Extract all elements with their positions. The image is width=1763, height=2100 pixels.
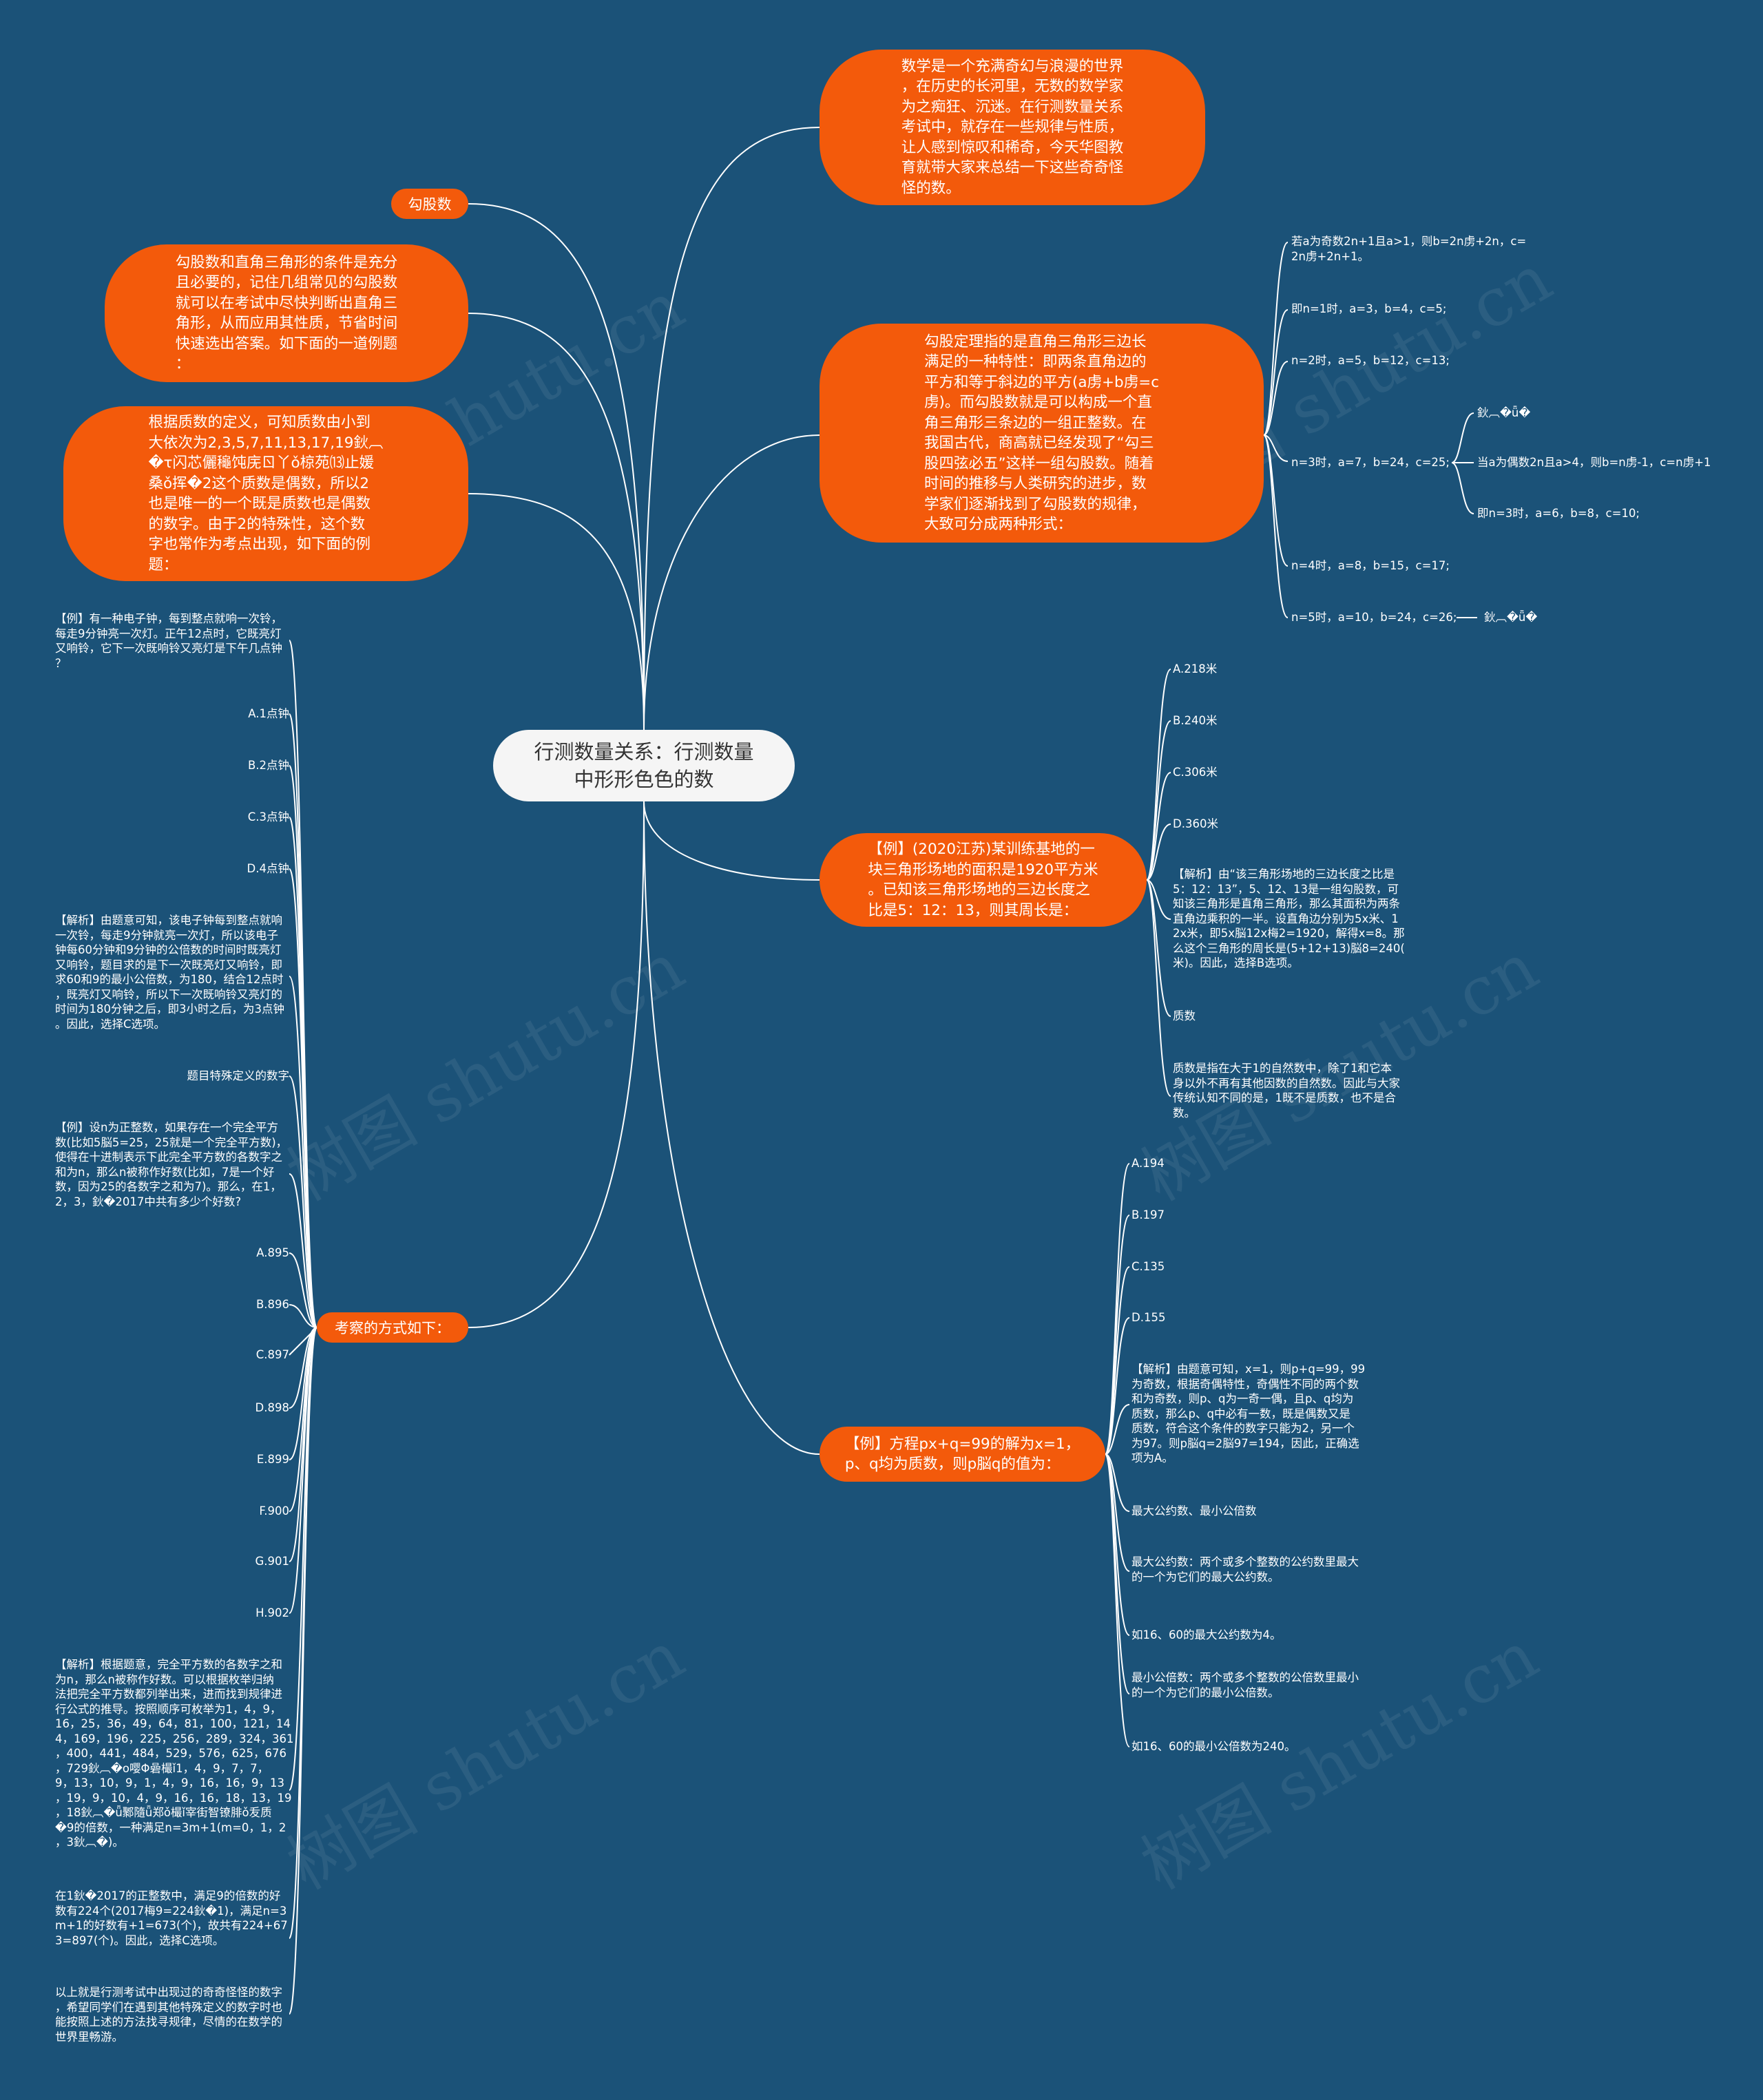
ex2-leaf: 最大公约数：两个或多个整数的公约数里最大 的一个为它们的最大公约数。 xyxy=(1131,1555,1359,1584)
exam-leaf: 在1鈥�2017的正整数中，满足9的倍数的好 数有224个(2017梅9=224… xyxy=(55,1889,288,1947)
ex2-leaf: 最小公倍数：两个或多个整数的公倍数里最小 的一个为它们的最小公倍数。 xyxy=(1131,1671,1359,1699)
gougu-leaf: n=5时，a=10，b=24，c=26; xyxy=(1291,611,1457,624)
exam-leaf: E.899 xyxy=(256,1453,289,1466)
ex1-leaf: B.240米 xyxy=(1173,714,1218,727)
exam-leaf: 题目特殊定义的数字 xyxy=(187,1069,290,1082)
exam-methods-node[interactable]: 考察的方式如下： xyxy=(317,1312,468,1343)
gougu-leaf: n=3时，a=7，b=24，c=25; xyxy=(1291,456,1450,469)
gougu-subleaf: 鈥︹�ǖ� xyxy=(1477,406,1531,419)
gougu-theorem-node[interactable]: 勾股定理指的是直角三角形三边长 满足的一种特性：即两条直角边的 平方和等于斜边的… xyxy=(820,324,1264,543)
gougu-leaf: n=2时，a=5，b=12，c=13; xyxy=(1291,354,1450,367)
ex1-leaf: 【解析】由“该三角形场地的三边长度之比是 5：12：13”，5、12、13是一组… xyxy=(1173,868,1405,969)
ex2-leaf: 如16、60的最小公倍数为240。 xyxy=(1131,1740,1296,1753)
ex2-leaf: A.194 xyxy=(1131,1157,1165,1170)
ex2-leaf: B.197 xyxy=(1131,1208,1165,1221)
ex1-leaf: 质数是指在大于1的自然数中，除了1和它本 身以外不再有其他因数的自然数。因此与大… xyxy=(1173,1062,1400,1120)
intro-node[interactable]: 数学是一个充满奇幻与浪漫的世界 ，在历史的长河里，无数的数学家 为之痴狂、沉迷。… xyxy=(820,50,1205,205)
exam-leaf: A.895 xyxy=(256,1246,289,1259)
exam-leaf: 【解析】根据题意，完全平方数的各数字之和 为n，那么n被称作好数。可以根据枚举归… xyxy=(55,1658,294,1849)
ex1-leaf: C.306米 xyxy=(1173,766,1218,779)
exam-leaf: C.897 xyxy=(255,1348,289,1361)
exam-leaf: B.896 xyxy=(255,1298,289,1311)
ex2-leaf: D.155 xyxy=(1131,1311,1166,1324)
gougu-label-node[interactable]: 勾股数 xyxy=(391,189,468,219)
ex2-leaf: 如16、60的最大公约数为4。 xyxy=(1131,1628,1282,1641)
gougu-leaf: n=4时，a=8，b=15，c=17; xyxy=(1291,559,1450,572)
ex2-leaf: 最大公约数、最小公倍数 xyxy=(1131,1504,1257,1518)
exam-leaf: F.900 xyxy=(259,1504,289,1518)
exam-leaf: 【例】设n为正整数，如果存在一个完全平方 数(比如5脳5=25，25就是一个完全… xyxy=(55,1121,288,1208)
ex1-leaf: D.360米 xyxy=(1173,817,1218,830)
exam-leaf: 以上就是行测考试中出现过的奇奇怪怪的数字 ，希望同学们在遇到其他特殊定义的数字时… xyxy=(55,1986,282,2044)
exam-leaf: B.2点钟 xyxy=(247,759,289,772)
ex1-leaf: 质数 xyxy=(1173,1009,1196,1022)
gougu-desc-node[interactable]: 勾股数和直角三角形的条件是充分 且必要的，记住几组常见的勾股数 就可以在考试中尽… xyxy=(105,244,468,382)
exam-leaf: A.1点钟 xyxy=(248,707,289,720)
prime-desc-node[interactable]: 根据质数的定义，可知质数由小到 大依次为2,3,5,7,11,13,17,19鈥… xyxy=(63,406,468,581)
exam-leaf: 【解析】由题意可知，该电子钟每到整点就响 一次铃，每走9分钟就亮一次灯，所以该电… xyxy=(55,914,284,1031)
central-topic[interactable]: 行测数量关系：行测数量 中形形色色的数 xyxy=(493,730,795,801)
exam-leaf: 【例】有一种电子钟，每到整点就响一次铃， 每走9分钟亮一次灯。正午12点时，它既… xyxy=(55,612,282,670)
ex2-leaf: 【解析】由题意可知，x=1，则p+q=99，99 为奇数，根据奇偶特性，奇偶性不… xyxy=(1131,1363,1366,1464)
exam-leaf: C.3点钟 xyxy=(247,810,289,823)
gougu-subleaf: 当a为偶数2n且a>4，则b=n虏-1，c=n虏+1 xyxy=(1477,456,1711,469)
exam-leaf: D.898 xyxy=(255,1401,289,1414)
gougu-tail-leaf: 鈥︹�ǖ� xyxy=(1484,611,1538,624)
ex1-leaf: A.218米 xyxy=(1173,662,1218,675)
exam-leaf: G.901 xyxy=(255,1555,289,1568)
example1-node[interactable]: 【例】(2020江苏)某训练基地的一 块三角形场地的面积是1920平方米 。已知… xyxy=(820,833,1147,927)
gougu-subleaf: 即n=3时，a=6，b=8，c=10; xyxy=(1477,507,1640,520)
ex2-leaf: C.135 xyxy=(1131,1260,1165,1273)
exam-leaf: H.902 xyxy=(255,1606,289,1619)
gougu-leaf: 即n=1时，a=3，b=4，c=5; xyxy=(1291,302,1447,315)
gougu-leaf: 若a为奇数2n+1且a>1，则b=2n虏+2n，c= 2n虏+2n+1。 xyxy=(1291,235,1527,263)
exam-leaf: D.4点钟 xyxy=(247,862,289,875)
example2-node[interactable]: 【例】方程px+q=99的解为x=1， p、q均为质数，则p脳q的值为： xyxy=(820,1427,1105,1482)
